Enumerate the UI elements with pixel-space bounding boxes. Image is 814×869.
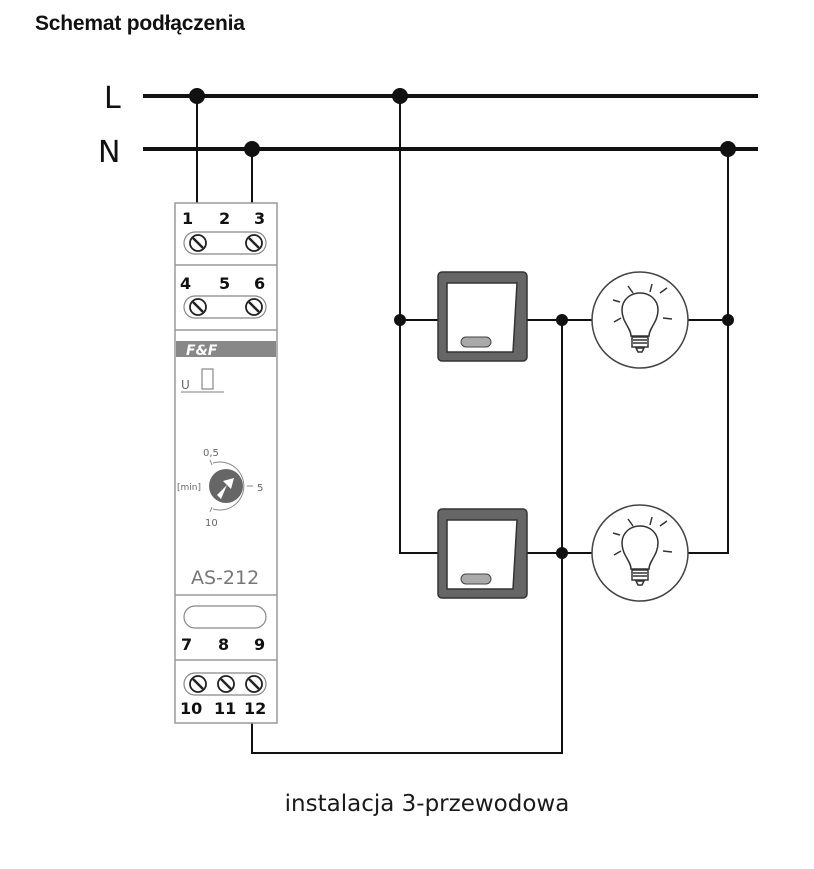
diagram-title: Schemat podłączenia	[35, 12, 245, 35]
terminal-label-11: 11	[214, 699, 236, 718]
terminal-label-1: 1	[182, 209, 193, 228]
terminal-label-9: 9	[254, 635, 265, 654]
junction-dot	[556, 547, 568, 559]
screw-terminal-6	[245, 298, 263, 316]
screw-terminal-3	[245, 234, 263, 252]
switch-indicator-icon	[460, 573, 492, 585]
screw-terminal-10	[189, 675, 207, 693]
brand-logo: F&F	[186, 343, 218, 359]
switch-rocker[interactable]	[446, 282, 518, 353]
junction-dot	[394, 314, 406, 326]
terminal-label-7: 7	[181, 635, 192, 654]
lamp-1	[591, 271, 689, 369]
lamp-2	[591, 504, 689, 602]
knob-mark-10: 10	[205, 518, 218, 529]
junction-dot	[392, 88, 408, 104]
knob-mark-0-5: 0,5	[203, 448, 219, 459]
screw-terminal-12	[245, 675, 263, 693]
diagram-caption: instalacja 3-przewodowa	[284, 791, 570, 817]
junction-dot	[244, 141, 260, 157]
power-led-indicator	[201, 368, 214, 390]
light-bulb-icon	[612, 283, 673, 353]
terminal-label-10: 10	[180, 699, 202, 718]
lamp-circle	[591, 504, 689, 602]
terminal-label-6: 6	[254, 274, 265, 293]
pushbutton-2[interactable]	[437, 508, 528, 599]
device-as212: 1 2 3 4 5 6 F&F U 0,5 5 10 [min]	[174, 202, 278, 724]
junction-dot	[720, 141, 736, 157]
screw-terminal-11	[217, 675, 235, 693]
indicator-label: U	[181, 378, 190, 392]
light-bulb-icon	[612, 516, 673, 586]
junction-dot	[722, 314, 734, 326]
model-label: AS-212	[191, 567, 259, 589]
knob-unit-label: [min]	[177, 483, 201, 493]
wire-l-feed	[399, 96, 445, 554]
switch-rocker[interactable]	[446, 519, 518, 590]
junctions	[189, 88, 736, 559]
junction-dot	[189, 88, 205, 104]
screw-terminal-1	[189, 234, 207, 252]
terminal-label-8: 8	[218, 635, 229, 654]
time-adjust-knob[interactable]	[209, 469, 243, 503]
terminal-label-12: 12	[244, 699, 266, 718]
screw-terminal-4	[189, 298, 207, 316]
terminal-label-3: 3	[254, 209, 265, 228]
junction-dot	[556, 314, 568, 326]
lamp-circle	[591, 271, 689, 369]
wire-n-to-lamps	[685, 149, 729, 554]
brand-bar	[176, 341, 276, 357]
knob-mark-5: 5	[257, 483, 263, 494]
pushbutton-1[interactable]	[437, 271, 528, 362]
terminal-label-5: 5	[219, 274, 230, 293]
switch-indicator-icon	[460, 336, 492, 348]
bus-label-n: N	[98, 135, 120, 170]
bus-label-l: L	[104, 81, 121, 116]
terminal-label-2: 2	[219, 209, 230, 228]
terminal-label-4: 4	[180, 274, 191, 293]
label-window	[183, 605, 267, 629]
